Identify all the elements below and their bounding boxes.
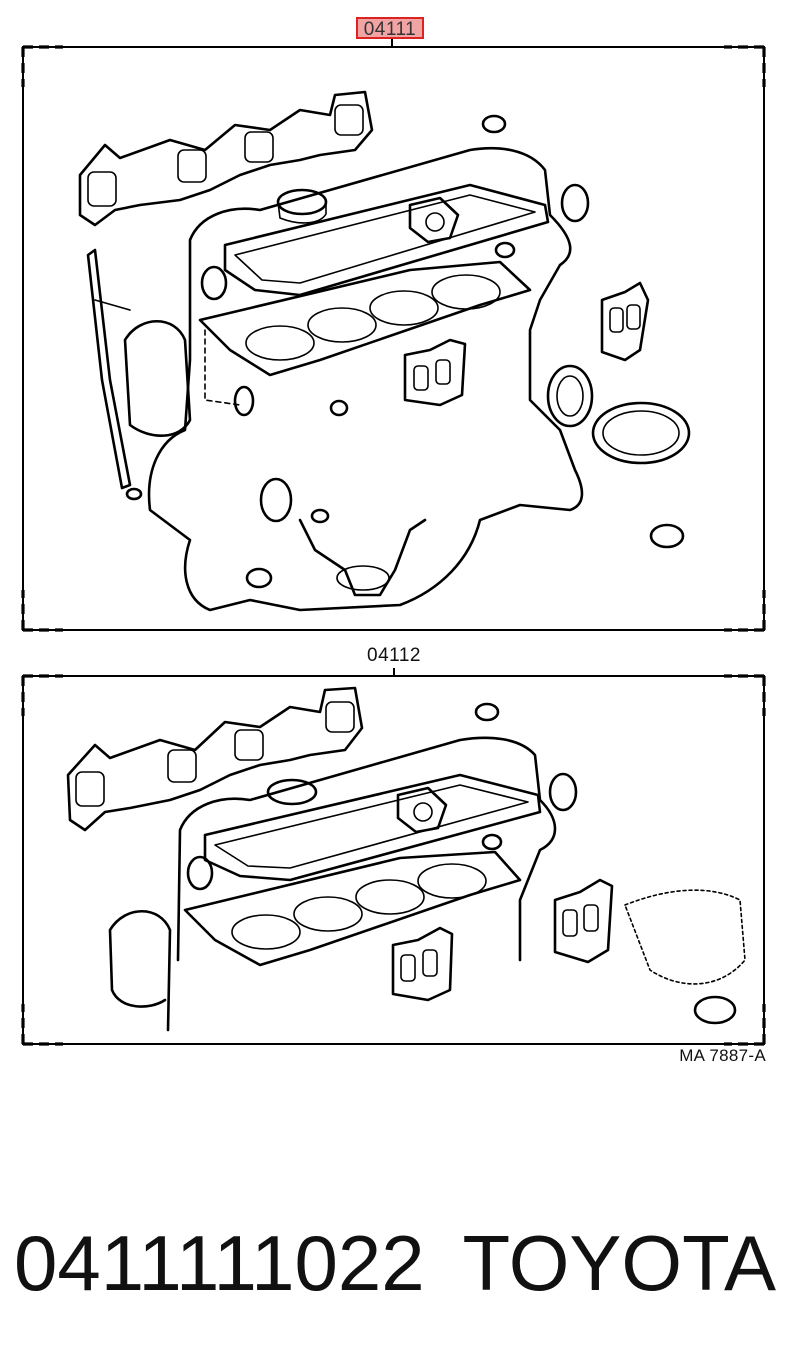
intake-port-gasket [391, 926, 454, 1002]
cylinder-bore [431, 274, 501, 310]
camshaft-oil-seal [560, 183, 590, 223]
intake-port-gasket [403, 338, 467, 407]
frame-corners [21, 45, 766, 632]
port [435, 359, 451, 385]
engine-block-outline [147, 146, 584, 612]
manifold-port [167, 749, 197, 783]
flywheel-housing [624, 889, 746, 985]
cylinder-bore [355, 879, 425, 915]
manifold-port [75, 771, 105, 807]
frame-corners [21, 674, 766, 1046]
manifold-port [87, 171, 117, 207]
water-inlet-o-ring [259, 477, 293, 523]
oil-strainer-mouth [336, 565, 390, 591]
drain-plug-gasket [245, 567, 273, 589]
manifold-gasket [66, 686, 364, 832]
panel-04111 [21, 39, 766, 632]
part-caption: 0411111022 TOYOTA [0, 1218, 792, 1308]
camshaft-oil-seal [548, 772, 578, 812]
seal-inner [556, 375, 584, 417]
cylinder-head-gasket [183, 850, 522, 967]
part-number: 0411111022 [14, 1219, 425, 1307]
cylinder-bore [417, 863, 487, 899]
valve-cover-gasket [223, 183, 550, 297]
seal-inner [602, 410, 680, 456]
port [413, 365, 429, 391]
valve-cover-gasket [203, 773, 542, 882]
o-ring [233, 385, 255, 417]
valve-cover-gasket-inner [234, 194, 536, 284]
cylinder-bore [231, 914, 301, 950]
thermostat-port [425, 212, 445, 232]
port [626, 304, 641, 330]
cylinder-head-gasket [198, 260, 532, 377]
grommet [329, 399, 349, 417]
manifold-port [325, 701, 355, 733]
oil-seal-small [649, 523, 685, 549]
manifold-port [234, 729, 264, 761]
cylinder-bore [369, 290, 439, 326]
valve-cover-gasket-inner [214, 784, 529, 869]
manifold-port [177, 149, 207, 183]
figure-reference: MA 7887-A [679, 1046, 766, 1065]
thermostat-gasket [396, 786, 448, 834]
dipstick-o-ring [125, 487, 143, 501]
manifold-port [334, 104, 364, 136]
grommet [481, 833, 503, 851]
intake-port-gasket [600, 281, 650, 362]
dowel-guide [204, 329, 241, 406]
rear-main-oil-seal [591, 401, 691, 465]
timing-cover [108, 909, 172, 1032]
thermostat-port [413, 802, 433, 822]
manifold-port [244, 131, 274, 163]
grommet [494, 241, 516, 259]
oil-filler-cap [266, 778, 318, 806]
oil-dipstick-guide [86, 248, 132, 490]
kit-callout-04112: 04112 [367, 645, 421, 666]
brand-name: TOYOTA [462, 1219, 777, 1307]
grommet [474, 702, 500, 722]
port [400, 954, 416, 982]
kit-callout-04111[interactable]: 04111 [356, 17, 424, 40]
engine-head-outline [176, 736, 557, 962]
intake-port-gasket [553, 878, 614, 964]
cylinder-bore [307, 307, 377, 343]
strainer-gasket [310, 508, 330, 524]
port [422, 949, 438, 977]
oil-filler-cap-side [277, 201, 327, 224]
grommet [481, 114, 507, 134]
port [609, 307, 624, 333]
timing-cover [123, 319, 192, 437]
port [583, 904, 599, 932]
manifold-gasket [78, 90, 374, 227]
panel-04112 [21, 668, 766, 1046]
thermostat-gasket [408, 196, 460, 244]
port [562, 909, 578, 937]
spark-plug-tube-seal [200, 265, 228, 301]
oil-seal-small [693, 995, 737, 1025]
dipstick-bracket [94, 299, 131, 311]
cylinder-bore [293, 896, 363, 932]
spark-plug-tube-seal [186, 855, 214, 891]
oil-strainer [298, 518, 427, 597]
panel-frame-04111 [22, 46, 765, 631]
cylinder-bore [245, 325, 315, 361]
crankshaft-front-oil-seal [546, 364, 594, 428]
